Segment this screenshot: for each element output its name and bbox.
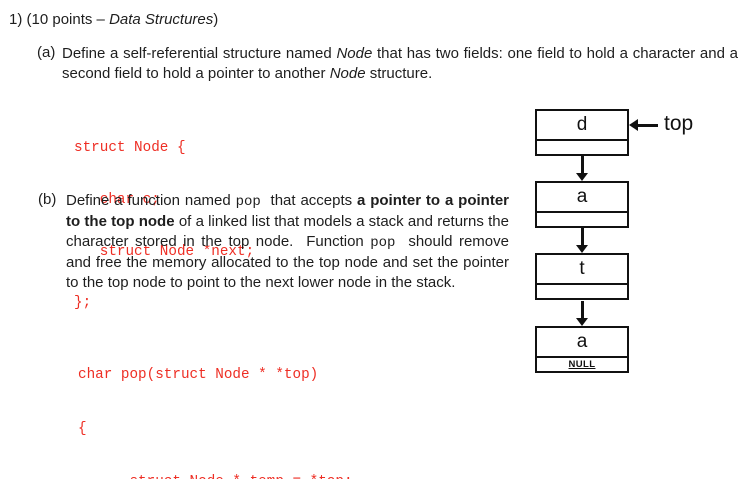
top-arrow-stem xyxy=(637,124,658,127)
code-line: struct Node * temp = *top; xyxy=(78,474,352,479)
part-b-label: (b) xyxy=(38,191,57,208)
part-a-node-italic: Node xyxy=(329,65,366,82)
null-pointer-label: NULL xyxy=(568,359,596,370)
question-title: 1) (10 points – Data Structures) xyxy=(9,11,218,28)
part-a-label: (a) xyxy=(37,44,56,61)
code-line: char c; xyxy=(74,192,160,209)
part-b-text: Define a function named pop that accepts… xyxy=(66,191,509,292)
part-a-seg: structure. xyxy=(365,65,433,82)
code-line: struct Node { xyxy=(74,140,186,157)
part-a-node-italic: Node xyxy=(336,45,373,62)
stack-node-d: d xyxy=(535,109,629,156)
part-b-seg: should remove and free the memory alloca… xyxy=(66,232,509,291)
top-arrow-head-icon xyxy=(629,119,638,131)
title-prefix: 1) (10 points – xyxy=(9,11,110,28)
title-topic: Data Structures xyxy=(109,11,214,28)
next-pointer-arrow xyxy=(581,228,584,246)
stack-node-t: t xyxy=(535,253,629,300)
node-next-field: NULL xyxy=(537,358,627,371)
node-next-field xyxy=(537,285,627,298)
part-b-seg: of a linked list that models a stack and… xyxy=(66,213,509,250)
code-line: struct Node *next; xyxy=(74,243,255,260)
stack-node-a2: a NULL xyxy=(535,326,629,373)
part-b-seg: that accepts xyxy=(260,192,358,209)
next-pointer-arrow xyxy=(581,301,584,318)
part-b-pop-mono: pop xyxy=(235,194,261,210)
part-a-seg: that has two fields: one field to hold a… xyxy=(62,45,738,82)
down-arrow-head-icon xyxy=(576,245,588,253)
stack-node-a1: a xyxy=(535,181,629,228)
top-pointer-label: top xyxy=(664,112,694,135)
code-line: { xyxy=(78,420,87,437)
node-next-field xyxy=(537,213,627,226)
node-next-field xyxy=(537,141,627,154)
node-data-field: d xyxy=(537,111,627,141)
code-line: char pop(struct Node * *top) xyxy=(78,366,319,383)
node-data-field: a xyxy=(537,183,627,213)
part-b-bold-phrase: a pointer to a pointer to the top node xyxy=(66,192,509,231)
code-line: }; xyxy=(74,295,92,312)
part-a-text: Define a self-referential structure name… xyxy=(62,44,738,84)
title-suffix: ) xyxy=(213,11,219,28)
pop-function-code: char pop(struct Node * *top) { struct No… xyxy=(78,331,353,479)
node-data-field: a xyxy=(537,328,627,358)
struct-definition-code: struct Node { char c; struct Node *next;… xyxy=(74,106,254,347)
down-arrow-head-icon xyxy=(576,173,588,181)
part-b-seg: Define a function named xyxy=(66,192,236,209)
part-a-seg: Define a self-referential structure name… xyxy=(62,45,337,62)
node-data-field: t xyxy=(537,255,627,285)
next-pointer-arrow xyxy=(581,156,584,174)
part-b-pop-mono: pop xyxy=(370,234,396,251)
down-arrow-head-icon xyxy=(576,318,588,326)
